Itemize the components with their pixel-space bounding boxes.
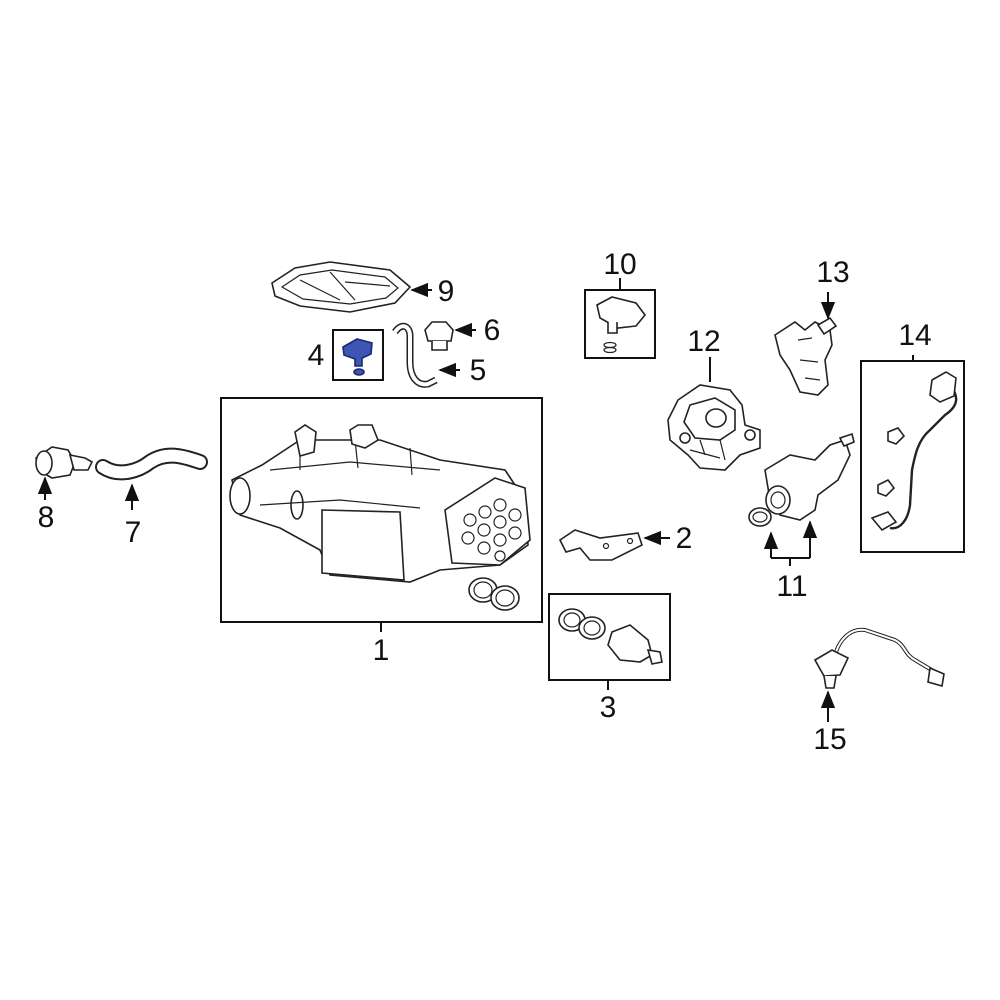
callout-10: 10: [603, 248, 636, 281]
callout-6: 6: [484, 314, 501, 347]
callout-3: 3: [600, 691, 617, 724]
callout-7: 7: [125, 516, 142, 549]
part-7-hose[interactable]: [95, 447, 208, 510]
part-11-valve[interactable]: [748, 432, 855, 566]
part-15-sensor-wire[interactable]: [813, 627, 945, 722]
part-5-hose[interactable]: [392, 322, 460, 388]
part-10-sensor-box[interactable]: [584, 278, 656, 359]
part-3-valve-box[interactable]: [548, 593, 671, 690]
callout-5: 5: [470, 354, 487, 387]
part-2-bracket[interactable]: [558, 529, 670, 561]
callout-11: 11: [776, 570, 807, 603]
callout-4: 4: [308, 339, 325, 372]
part-8-fitting[interactable]: [35, 446, 94, 500]
callout-14: 14: [898, 319, 931, 352]
callout-15: 15: [813, 723, 846, 756]
part-9-cover[interactable]: [271, 261, 432, 313]
callout-9: 9: [438, 275, 455, 308]
part-12-pump[interactable]: [667, 357, 761, 471]
part-4-sensor-box[interactable]: [332, 329, 384, 381]
part-1-canister-box[interactable]: [220, 397, 543, 632]
callout-12: 12: [687, 325, 720, 358]
part-14-harness-box[interactable]: [860, 355, 965, 553]
callout-2: 2: [676, 522, 693, 555]
part-6-clip[interactable]: [424, 321, 476, 351]
callout-1: 1: [373, 634, 390, 667]
callout-13: 13: [816, 256, 849, 289]
part-13-bracket[interactable]: [774, 292, 838, 396]
callout-8: 8: [38, 501, 55, 534]
